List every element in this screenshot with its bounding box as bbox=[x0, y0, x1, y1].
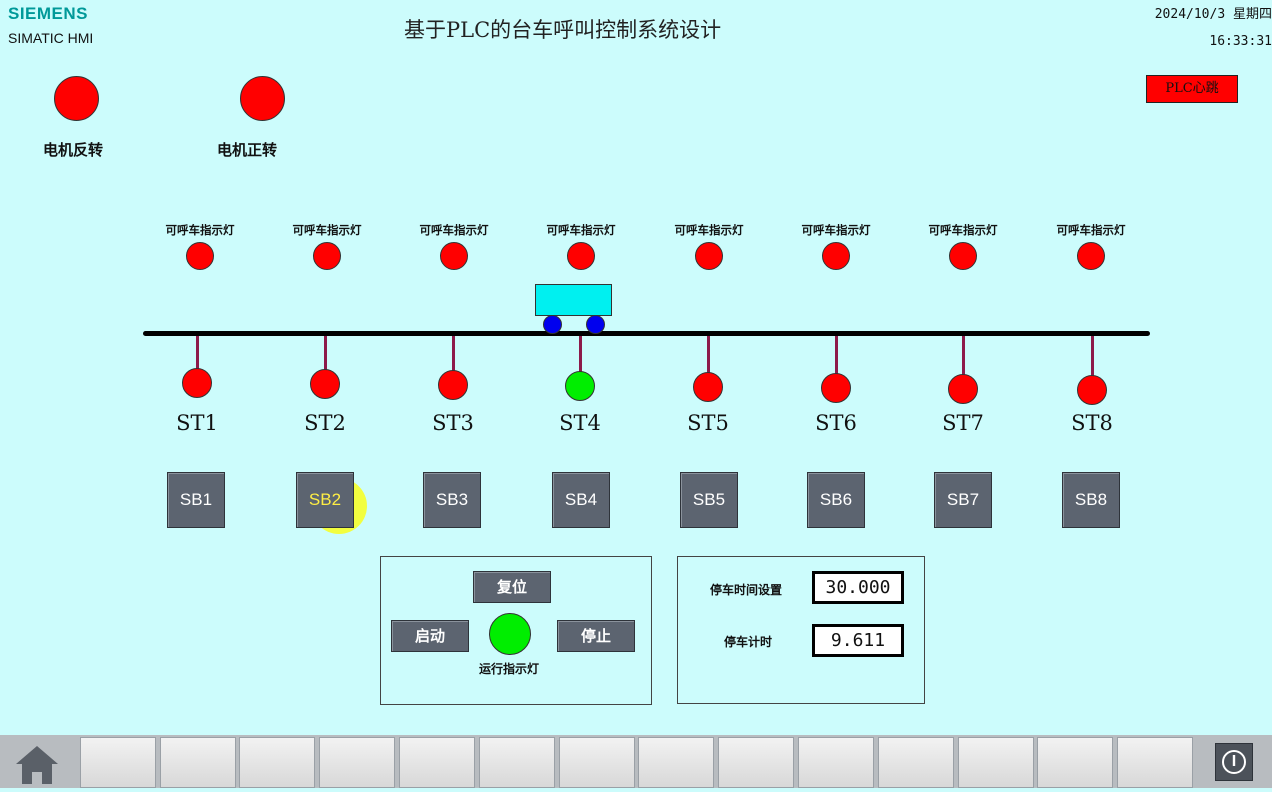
call-indicator-lamp-2 bbox=[313, 242, 341, 270]
footer-slot-3[interactable] bbox=[239, 737, 316, 788]
call-button-7[interactable]: SB7 bbox=[934, 472, 992, 528]
reset-button[interactable]: 复位 bbox=[473, 571, 551, 603]
track-rail bbox=[143, 331, 1150, 336]
footer-slot-12[interactable] bbox=[957, 737, 1034, 788]
call-indicator-lamp-4 bbox=[567, 242, 595, 270]
station-post-1 bbox=[196, 336, 199, 371]
call-button-3[interactable]: SB3 bbox=[423, 472, 481, 528]
page-title: 基于PLC的台车呼叫控制系统设计 bbox=[404, 18, 722, 42]
call-indicator-lamp-1 bbox=[186, 242, 214, 270]
motor-forward-label: 电机正转 bbox=[217, 141, 278, 159]
cart-wheel-left bbox=[543, 315, 562, 334]
call-button-6[interactable]: SB6 bbox=[807, 472, 865, 528]
station-lamp-8 bbox=[1077, 375, 1107, 405]
station-lamp-4 bbox=[565, 371, 595, 401]
control-panel: 复位 启动 停止 运行指示灯 bbox=[380, 556, 652, 705]
home-button[interactable] bbox=[0, 737, 76, 788]
station-name-3: ST3 bbox=[432, 411, 474, 435]
park-timer-label: 停车计时 bbox=[723, 635, 772, 649]
park-timer-value: 9.611 bbox=[812, 624, 904, 657]
call-indicator-lamp-8 bbox=[1077, 242, 1105, 270]
station-post-2 bbox=[324, 336, 327, 372]
call-indicator-label-6: 可呼车指示灯 bbox=[801, 223, 871, 237]
footer-slot-6[interactable] bbox=[478, 737, 555, 788]
timer-panel: 停车时间设置 30.000 停车计时 9.611 bbox=[677, 556, 925, 704]
park-time-setting-field[interactable]: 30.000 bbox=[812, 571, 904, 604]
call-button-4[interactable]: SB4 bbox=[552, 472, 610, 528]
date-display: 2024/10/3 星期四 bbox=[1154, 7, 1272, 22]
footer-slot-7[interactable] bbox=[558, 737, 635, 788]
station-lamp-6 bbox=[821, 373, 851, 403]
call-indicator-label-8: 可呼车指示灯 bbox=[1056, 223, 1126, 237]
station-lamp-7 bbox=[948, 374, 978, 404]
footer-slot-4[interactable] bbox=[319, 737, 396, 788]
simatic-hmi-label: SIMATIC HMI bbox=[8, 30, 94, 46]
station-lamp-3 bbox=[438, 370, 468, 400]
footer-slot-9[interactable] bbox=[718, 737, 795, 788]
stop-button[interactable]: 停止 bbox=[557, 620, 635, 652]
station-post-3 bbox=[452, 336, 455, 373]
run-indicator-label: 运行指示灯 bbox=[478, 662, 539, 676]
footer-slot-10[interactable] bbox=[798, 737, 874, 788]
call-button-1[interactable]: SB1 bbox=[167, 472, 225, 528]
plc-heartbeat-indicator: PLC心跳 bbox=[1146, 75, 1238, 103]
station-post-5 bbox=[707, 336, 710, 375]
footer-slot-1[interactable] bbox=[79, 737, 156, 788]
station-name-2: ST2 bbox=[304, 411, 346, 435]
footer-slot-8[interactable] bbox=[638, 737, 715, 788]
motor-reverse-label: 电机反转 bbox=[43, 141, 104, 159]
park-time-setting-label: 停车时间设置 bbox=[709, 583, 782, 597]
footer-slot-13[interactable] bbox=[1037, 737, 1114, 788]
footer-slot-14[interactable] bbox=[1117, 737, 1194, 788]
call-indicator-lamp-3 bbox=[440, 242, 468, 270]
footer-slot-2[interactable] bbox=[159, 737, 236, 788]
call-indicator-label-2: 可呼车指示灯 bbox=[292, 223, 362, 237]
start-button[interactable]: 启动 bbox=[391, 620, 469, 652]
station-name-5: ST5 bbox=[687, 411, 729, 435]
call-indicator-lamp-6 bbox=[822, 242, 850, 270]
call-button-8[interactable]: SB8 bbox=[1062, 472, 1120, 528]
station-lamp-1 bbox=[182, 368, 212, 398]
station-name-8: ST8 bbox=[1071, 411, 1113, 435]
call-indicator-label-3: 可呼车指示灯 bbox=[419, 223, 489, 237]
station-post-4 bbox=[579, 336, 582, 374]
time-display: 16:33:31 bbox=[1209, 34, 1272, 49]
station-lamp-2 bbox=[310, 369, 340, 399]
call-indicator-label-4: 可呼车指示灯 bbox=[546, 223, 616, 237]
call-button-2[interactable]: SB2 bbox=[296, 472, 354, 528]
call-indicator-lamp-5 bbox=[695, 242, 723, 270]
home-icon bbox=[16, 746, 58, 784]
station-post-6 bbox=[835, 336, 838, 376]
footer-slot-11[interactable] bbox=[877, 737, 954, 788]
call-indicator-label-1: 可呼车指示灯 bbox=[165, 223, 235, 237]
station-name-6: ST6 bbox=[815, 411, 857, 435]
call-button-5[interactable]: SB5 bbox=[680, 472, 738, 528]
footer-slot-5[interactable] bbox=[399, 737, 475, 788]
power-icon bbox=[1222, 750, 1246, 774]
call-indicator-label-7: 可呼车指示灯 bbox=[928, 223, 998, 237]
station-lamp-5 bbox=[693, 372, 723, 402]
station-post-7 bbox=[962, 336, 965, 377]
station-post-8 bbox=[1091, 336, 1094, 378]
power-button[interactable] bbox=[1196, 737, 1272, 788]
station-name-4: ST4 bbox=[559, 411, 601, 435]
motor-reverse-lamp bbox=[54, 76, 99, 121]
call-indicator-label-5: 可呼车指示灯 bbox=[674, 223, 744, 237]
station-name-7: ST7 bbox=[942, 411, 984, 435]
trolley-cart bbox=[535, 284, 612, 316]
cart-wheel-right bbox=[586, 315, 605, 334]
station-name-1: ST1 bbox=[176, 411, 218, 435]
motor-forward-lamp bbox=[240, 76, 285, 121]
run-indicator-lamp bbox=[489, 613, 531, 655]
siemens-logo: SIEMENS bbox=[8, 4, 89, 23]
call-indicator-lamp-7 bbox=[949, 242, 977, 270]
